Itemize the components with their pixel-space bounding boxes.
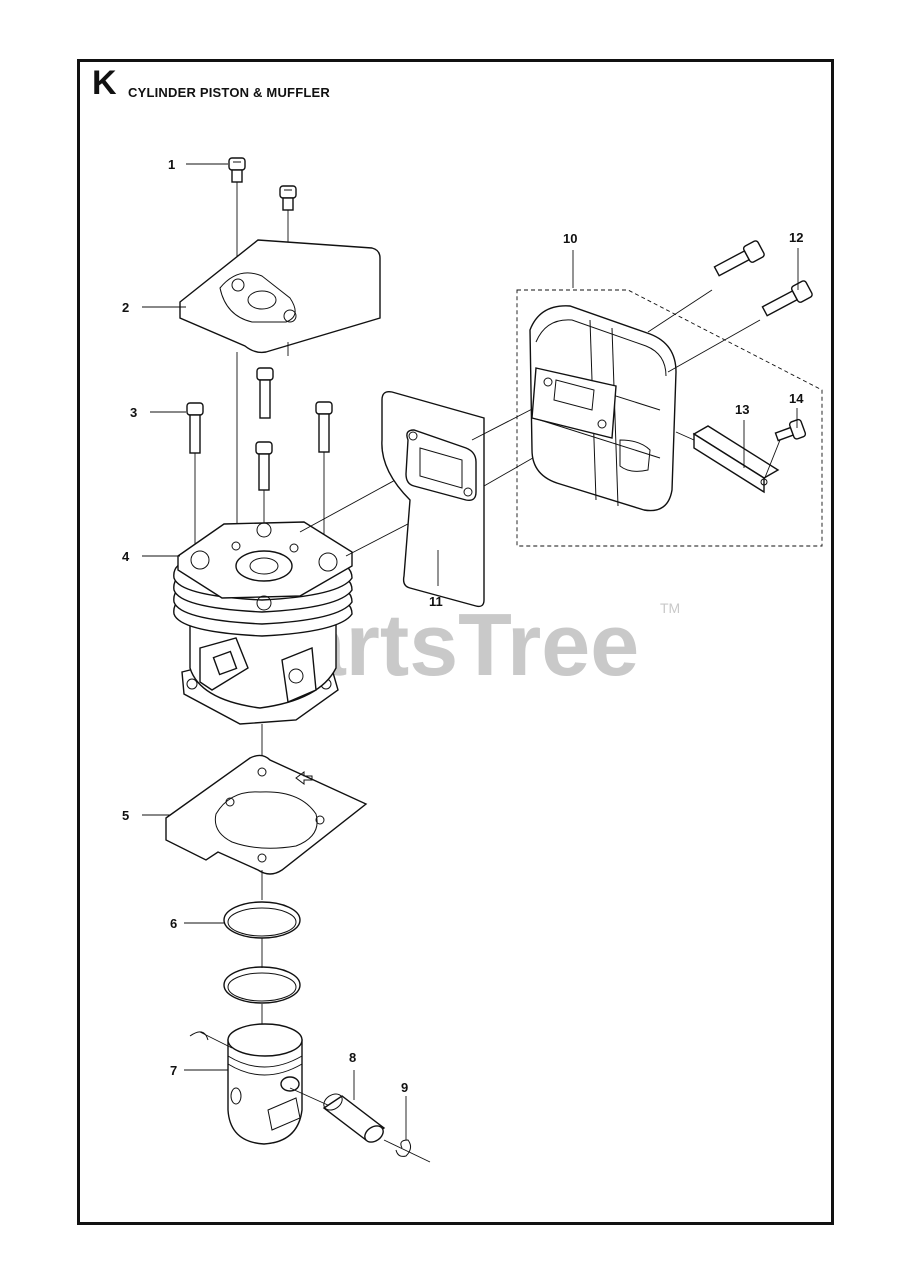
callout-2: 2	[122, 300, 129, 315]
part-8-piston-pin[interactable]	[321, 1091, 386, 1146]
callout-4: 4	[122, 549, 130, 564]
section-title: CYLINDER PISTON & MUFFLER	[128, 85, 330, 100]
callout-13: 13	[735, 402, 749, 417]
callout-12: 12	[789, 230, 803, 245]
callout-8: 8	[349, 1050, 356, 1065]
callout-3: 3	[130, 405, 137, 420]
callout-10: 10	[563, 231, 577, 246]
part-4-cylinder[interactable]	[173, 521, 353, 725]
part-3-cylinder-bolts[interactable]	[186, 367, 333, 491]
part-10-muffler[interactable]	[529, 305, 677, 512]
part-11-exhaust-gasket[interactable]	[381, 390, 485, 608]
part-12-muffler-bolts[interactable]	[713, 240, 814, 319]
callout-11: 11	[429, 594, 443, 609]
callout-6: 6	[170, 916, 177, 931]
part-13-plate[interactable]	[692, 425, 780, 494]
part-5-base-gasket[interactable]	[165, 754, 368, 875]
part-14-screw[interactable]	[774, 418, 807, 445]
callout-1: 1	[168, 157, 175, 172]
callout-14: 14	[789, 391, 804, 406]
part-1-screws[interactable]	[228, 157, 297, 211]
watermark-trademark: TM	[660, 600, 680, 616]
part-2-cover-gasket[interactable]	[179, 239, 381, 354]
part-9-circlip[interactable]	[395, 1139, 412, 1157]
part-7-piston[interactable]	[189, 1023, 303, 1145]
callout-leaders	[142, 163, 799, 1140]
callout-9: 9	[401, 1080, 408, 1095]
callout-5: 5	[122, 808, 129, 823]
section-letter: K	[92, 64, 117, 102]
callout-7: 7	[170, 1063, 177, 1078]
muffler-assembly-boundary	[516, 289, 823, 547]
